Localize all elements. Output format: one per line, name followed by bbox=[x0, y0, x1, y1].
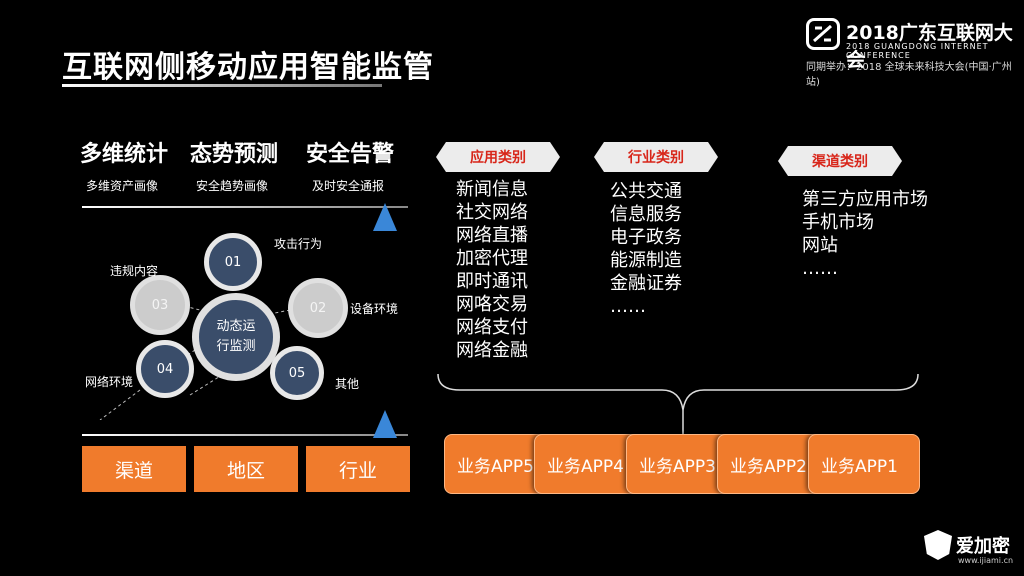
button-industry[interactable]: 行业 bbox=[306, 446, 410, 492]
list-item: 新闻信息 bbox=[456, 179, 528, 200]
list-item: 即时通讯 bbox=[456, 271, 528, 292]
conference-english-name: 2018 GUANGDONG INTERNET CONFERENCE bbox=[846, 42, 989, 60]
list-item: 网络直播 bbox=[456, 225, 528, 246]
list-item: 网络金融 bbox=[456, 340, 528, 361]
feature-sub-stats: 多维资产画像 bbox=[86, 179, 159, 193]
list-item: 社交网络 bbox=[456, 202, 528, 223]
lower-divider bbox=[82, 434, 408, 436]
list-item: 公共交通 bbox=[610, 181, 682, 202]
conference-name: 2018广东互联网大会 bbox=[846, 22, 1013, 71]
lower-triangle-marker bbox=[373, 410, 397, 438]
bubble-04: 04 bbox=[136, 340, 194, 398]
upper-triangle-marker bbox=[373, 203, 397, 231]
feature-sub-forecast: 安全趋势画像 bbox=[196, 179, 269, 193]
list-item: 第三方应用市场 bbox=[802, 189, 928, 210]
watermark-url: www.ijiami.cn bbox=[958, 556, 1014, 565]
list-item: 网咯交易 bbox=[456, 294, 528, 315]
list-item: 信息服务 bbox=[610, 204, 682, 225]
list-item: 金融证券 bbox=[610, 273, 682, 294]
shield-logo-icon bbox=[924, 530, 952, 560]
feature-sub-alert: 及时安全通报 bbox=[312, 179, 385, 193]
list-channel-category: 第三方应用市场 手机市场 网站 …… bbox=[802, 188, 928, 280]
bubble-02: 02 bbox=[288, 278, 348, 338]
title-underline bbox=[62, 84, 382, 87]
list-industry-category: 公共交通 信息服务 电子政务 能源制造 金融证券 …… bbox=[610, 180, 682, 318]
feature-title-alert: 安全告警 bbox=[306, 142, 395, 167]
feature-title-forecast: 态势预测 bbox=[190, 142, 279, 167]
list-item: 网络支付 bbox=[456, 317, 528, 338]
bubble-01: 01 bbox=[204, 233, 262, 291]
list-item: 能源制造 bbox=[610, 250, 682, 271]
category-bracket bbox=[437, 373, 919, 434]
bubble-label-network: 网络环境 bbox=[85, 375, 134, 389]
upper-divider bbox=[82, 206, 408, 208]
hub-label-line2: 行监测 bbox=[216, 339, 256, 354]
list-item: 手机市场 bbox=[802, 212, 874, 233]
tag-app-category: 应用类别 bbox=[436, 142, 560, 172]
list-item: 电子政务 bbox=[610, 227, 682, 248]
app-card-1[interactable]: 业务APP1 bbox=[808, 434, 920, 494]
watermark-brand: 爱加密 bbox=[956, 536, 1010, 557]
bubble-label-other: 其他 bbox=[335, 377, 360, 391]
button-region[interactable]: 地区 bbox=[194, 446, 298, 492]
button-channel[interactable]: 渠道 bbox=[82, 446, 186, 492]
feature-title-stats: 多维统计 bbox=[80, 142, 169, 167]
bubble-label-violation: 违规内容 bbox=[110, 264, 159, 278]
list-item: 网站 bbox=[802, 235, 838, 256]
page-title: 互联网侧移动应用智能监管 bbox=[62, 50, 434, 85]
list-item: 加密代理 bbox=[456, 248, 528, 269]
list-item: …… bbox=[802, 258, 838, 279]
tag-industry-category: 行业类别 bbox=[594, 142, 718, 172]
hub-dynamic-monitoring: 动态运行监测 bbox=[192, 293, 280, 381]
conference-logo bbox=[806, 18, 840, 50]
bubble-label-device: 设备环境 bbox=[350, 302, 399, 316]
conference-subline: 同期举办：2018 全球未来科技大会(中国·广州站) bbox=[806, 62, 1012, 88]
tag-channel-category: 渠道类别 bbox=[778, 146, 902, 176]
bubble-03: 03 bbox=[130, 275, 190, 335]
list-app-category: 新闻信息 社交网络 网络直播 加密代理 即时通讯 网咯交易 网络支付 网络金融 bbox=[456, 178, 528, 362]
hub-label-line1: 动态运 bbox=[216, 319, 256, 334]
list-item: …… bbox=[610, 296, 646, 317]
bubble-05: 05 bbox=[270, 346, 324, 400]
bubble-label-attack: 攻击行为 bbox=[274, 237, 323, 251]
